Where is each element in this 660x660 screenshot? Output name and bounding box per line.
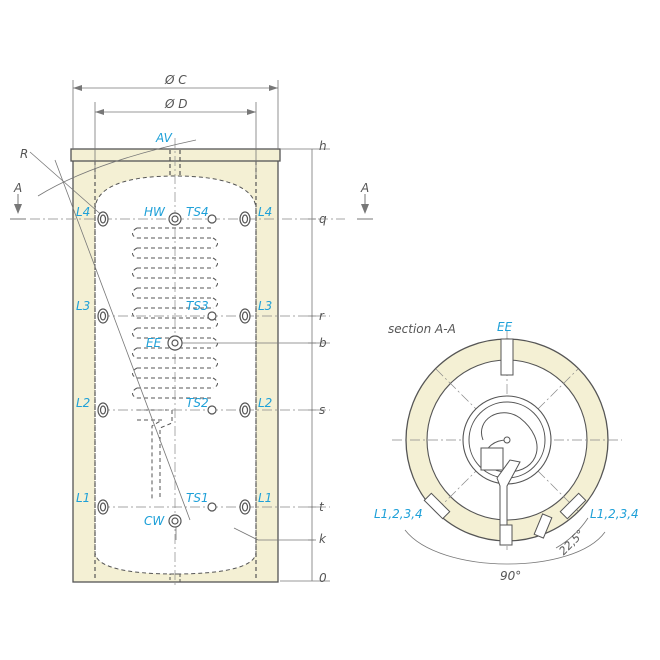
port-l4-right — [239, 211, 251, 227]
label-l1-right: L1 — [258, 491, 272, 505]
height-q: q — [319, 212, 327, 226]
port-cw — [168, 514, 182, 528]
sensor-ts3 — [207, 311, 217, 321]
section-arrow-left — [14, 204, 22, 214]
height-s: s — [319, 403, 325, 417]
port-l4-left — [97, 211, 109, 227]
height-b: b — [319, 336, 327, 350]
height-r: r — [319, 309, 325, 323]
inner-vessel — [94, 175, 257, 575]
height-t: t — [319, 500, 325, 514]
label-hw: HW — [144, 205, 166, 219]
height-h: h — [319, 139, 327, 153]
section-angle-90: 90° — [500, 569, 521, 583]
port-ee — [167, 335, 183, 351]
label-l4-right: L4 — [258, 205, 272, 219]
label-ts3: TS3 — [186, 299, 209, 313]
port-l2-left — [97, 402, 109, 418]
port-l1-left — [97, 499, 109, 515]
height-labels: h q r b s t k 0 — [319, 139, 327, 585]
section-arrow-right — [361, 204, 369, 214]
label-l2-left: L2 — [76, 396, 90, 410]
section-view — [392, 330, 622, 565]
section-label-left-ports: L1,2,3,4 — [374, 507, 423, 521]
section-mark-left: A — [13, 181, 22, 195]
label-ee: EE — [146, 336, 162, 350]
dim-diameter-outer: Ø C — [164, 73, 187, 87]
port-l3-right — [239, 308, 251, 324]
label-l1-left: L1 — [76, 491, 90, 505]
port-l2-right — [239, 402, 251, 418]
section-port-ee — [500, 338, 514, 376]
sensor-ts1 — [207, 502, 217, 512]
ports — [97, 211, 251, 528]
section-label-right-ports: L1,2,3,4 — [590, 507, 639, 521]
section-label-ee: EE — [497, 320, 513, 334]
label-l2-right: L2 — [258, 396, 272, 410]
label-l4-left: L4 — [76, 205, 90, 219]
port-hw — [168, 212, 182, 226]
section-mark-right: A — [360, 181, 369, 195]
label-ts2: TS2 — [186, 396, 209, 410]
sensor-ts4 — [207, 214, 217, 224]
section-angle-22: 22,5° — [557, 527, 587, 557]
tank-lid — [70, 148, 281, 162]
height-0: 0 — [319, 571, 327, 585]
label-cw: CW — [144, 514, 165, 528]
label-ts4: TS4 — [186, 205, 209, 219]
port-l1-right — [239, 499, 251, 515]
label-ts1: TS1 — [186, 491, 209, 505]
label-l3-left: L3 — [76, 299, 90, 313]
dim-radius: R — [20, 147, 28, 161]
sensor-ts2 — [207, 405, 217, 415]
height-k: k — [319, 532, 327, 546]
label-av: AV — [155, 131, 173, 145]
dim-diameter-inner: Ø D — [164, 97, 188, 111]
port-l3-left — [97, 308, 109, 324]
label-l3-right: L3 — [258, 299, 272, 313]
section-title: section A-A — [388, 322, 456, 336]
